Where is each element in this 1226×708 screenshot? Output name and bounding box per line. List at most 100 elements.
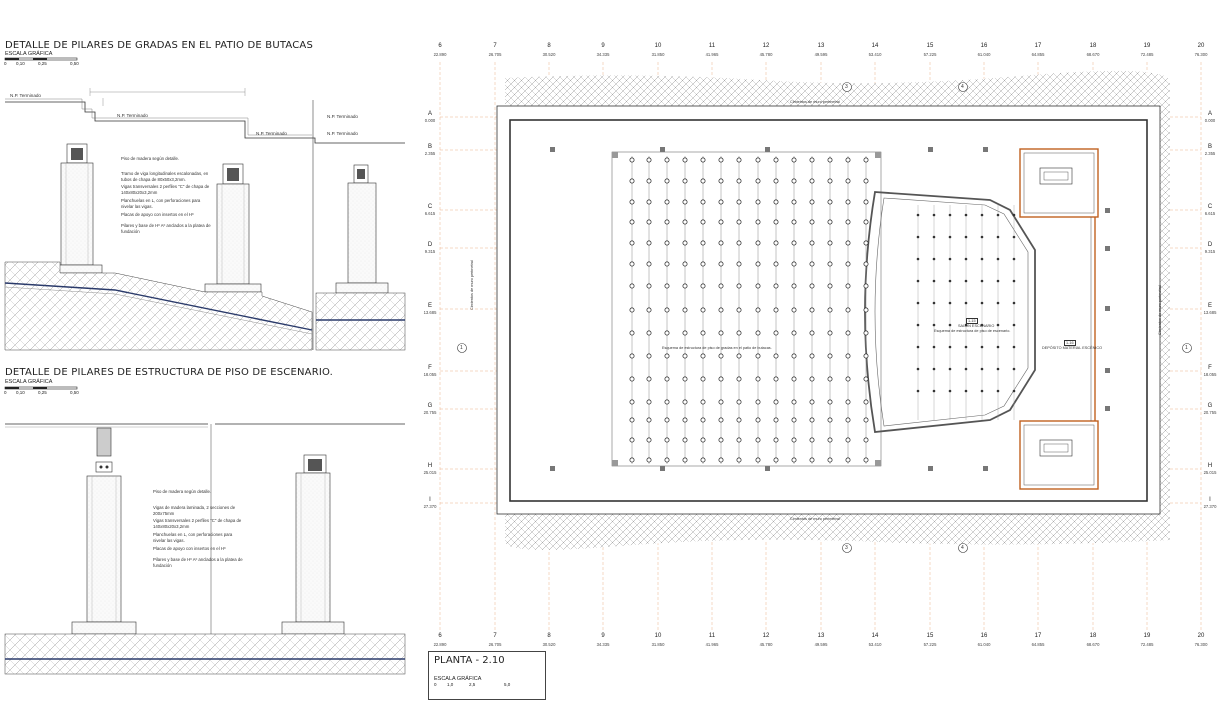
pillar-marker	[773, 307, 779, 313]
pillar-marker	[736, 261, 742, 267]
column-number: 9	[601, 633, 605, 639]
pillar-marker	[845, 437, 851, 443]
row-letter: H	[1207, 463, 1213, 469]
pillar-marker	[773, 240, 779, 246]
column-number: 11	[708, 43, 716, 49]
row-letter: G	[1207, 403, 1213, 409]
pillar-marker	[809, 283, 815, 289]
pillar-marker	[755, 417, 761, 423]
scale-tick: 0,25	[38, 390, 47, 395]
pillar-marker	[755, 261, 761, 267]
pillar-marker	[809, 219, 815, 225]
pillar-marker	[682, 307, 688, 313]
pillar-marker	[845, 417, 851, 423]
stage-pillar-marker	[980, 389, 984, 393]
pillar-marker	[718, 157, 724, 163]
pillar-marker	[827, 437, 833, 443]
pillar-marker	[700, 240, 706, 246]
pillar-marker	[646, 417, 652, 423]
plan-drawing	[439, 62, 1202, 630]
note: Vigas transversales 2 perfiles "C" de ch…	[153, 518, 242, 529]
pillar-marker	[718, 283, 724, 289]
pillar-marker	[682, 330, 688, 336]
pillar-marker	[718, 353, 724, 359]
pillar-marker	[700, 178, 706, 184]
detail-bottom-drawing	[4, 386, 406, 675]
scale-tick: 0,50	[70, 61, 79, 66]
section-mark: 4	[961, 84, 964, 90]
pillar-marker	[791, 399, 797, 405]
section-markers	[457, 82, 1192, 553]
column-number: 19	[1143, 633, 1151, 639]
stage-pillar-marker	[996, 257, 1000, 261]
stage-pillar-marker	[932, 279, 936, 283]
stage-pillar-marker	[948, 389, 952, 393]
stage-pillar-marker	[964, 257, 968, 261]
pillar-marker	[773, 376, 779, 382]
column-dimension: 53.410	[868, 52, 882, 57]
stage-pillar-marker	[948, 367, 952, 371]
row-dimension: 18.055	[1203, 372, 1217, 377]
pillar-marker	[809, 353, 815, 359]
pillar-marker	[773, 353, 779, 359]
pillar-marker	[863, 307, 869, 313]
column-dimension: 31.850	[651, 52, 665, 57]
column-dimension: 76.300	[1194, 642, 1208, 647]
stage-pillar-marker	[980, 213, 984, 217]
column-dimension: 68.670	[1086, 642, 1100, 647]
column-number: 20	[1197, 633, 1205, 639]
pillar-marker	[809, 399, 815, 405]
column-number: 15	[926, 633, 934, 639]
note: Pilares y base de Hº Aº anclados a la pl…	[153, 557, 243, 568]
row-dimension: 25.015	[1203, 470, 1217, 475]
stage-pillar-marker	[1012, 345, 1016, 349]
stage-pillar-marker	[980, 301, 984, 305]
pillar-marker	[863, 376, 869, 382]
pillar-marker	[827, 353, 833, 359]
stage-pillar-marker	[964, 235, 968, 239]
pillar-marker	[682, 437, 688, 443]
pillar-marker	[791, 307, 797, 313]
pillar-marker	[718, 261, 724, 267]
pillar-marker	[682, 457, 688, 463]
pillar-marker	[773, 417, 779, 423]
row-dimension: 0.000	[1204, 118, 1216, 123]
row-dimension: 6.615	[424, 211, 436, 216]
top-wall-label: Cimientos de muro perimetral	[790, 100, 840, 104]
pillar-marker	[700, 283, 706, 289]
pillar-marker	[791, 157, 797, 163]
stage-pillar-marker	[948, 257, 952, 261]
stage-pillar-marker	[916, 257, 920, 261]
pillar-marker	[827, 240, 833, 246]
row-letter: C	[1207, 204, 1213, 210]
pillar-marker	[646, 157, 652, 163]
scale-tick: 1,0	[447, 682, 454, 687]
pillar-marker	[646, 437, 652, 443]
pillar-marker	[646, 240, 652, 246]
pillar-marker	[755, 399, 761, 405]
pillar-marker	[700, 219, 706, 225]
pillar-marker	[809, 240, 815, 246]
pillar-marker	[736, 376, 742, 382]
pillar-marker	[827, 307, 833, 313]
column-number: 15	[926, 43, 934, 49]
row-letter: E	[427, 303, 432, 309]
pillar-marker	[682, 240, 688, 246]
scale-tick: 0	[434, 682, 437, 687]
pillar-marker	[845, 283, 851, 289]
note: Piso de madera según detalle.	[121, 156, 180, 161]
stage-pillar-marker	[980, 257, 984, 261]
pillar-marker	[646, 178, 652, 184]
pillar-marker	[700, 261, 706, 267]
column-number: 11	[708, 633, 716, 639]
level-label: N.P. Terminado	[10, 93, 41, 98]
pillar-marker	[736, 307, 742, 313]
row-letter: G	[427, 403, 433, 409]
row-letter: B	[1207, 144, 1212, 150]
detail-top-scale-label: ESCALA GRÁFICA	[5, 51, 53, 57]
row-letter: D	[1207, 242, 1213, 248]
pillar-marker	[682, 283, 688, 289]
stage-pillar-marker	[964, 301, 968, 305]
pillar-marker	[700, 157, 706, 163]
pillar-marker	[827, 157, 833, 163]
